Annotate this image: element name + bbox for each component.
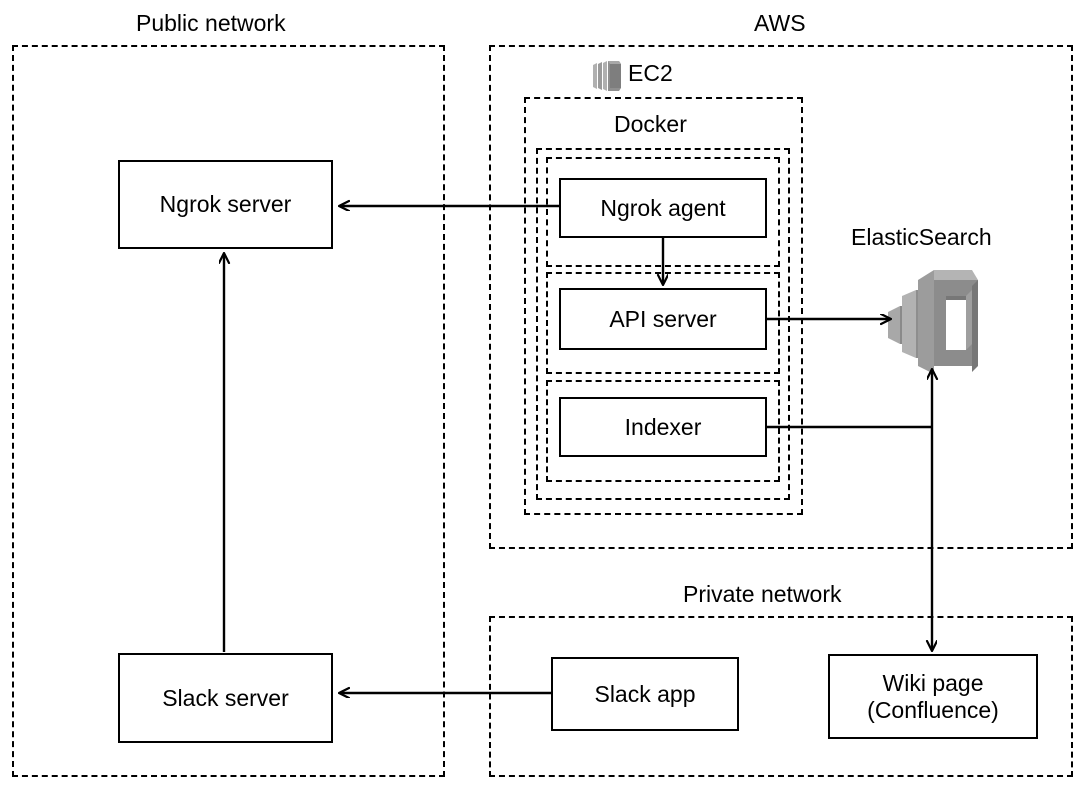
node-wiki-page[interactable]: Wiki page (Confluence)	[828, 654, 1038, 739]
elasticsearch-label: ElasticSearch	[851, 224, 992, 250]
elasticsearch-icon	[876, 266, 984, 378]
zone-ec2	[524, 97, 803, 515]
node-ngrok-agent[interactable]: Ngrok agent	[559, 178, 767, 238]
node-ngrok-server-label: Ngrok server	[159, 191, 292, 218]
node-indexer-label: Indexer	[624, 413, 702, 440]
zone-label-private-network: Private network	[683, 581, 842, 607]
node-api-server[interactable]: API server	[559, 288, 767, 350]
zone-label-docker: Docker	[614, 111, 687, 137]
node-slack-server-label: Slack server	[162, 684, 289, 711]
zone-docker-compose-group	[536, 148, 790, 500]
node-slack-app[interactable]: Slack app	[551, 657, 739, 731]
zone-label-public-network: Public network	[136, 10, 286, 36]
zone-private-network	[489, 616, 1073, 777]
node-indexer[interactable]: Indexer	[559, 397, 767, 457]
node-ngrok-agent-label: Ngrok agent	[600, 194, 726, 221]
node-slack-app-label: Slack app	[594, 680, 696, 707]
node-wiki-page-label-line2: (Confluence)	[867, 696, 999, 723]
ec2-icon	[591, 59, 623, 93]
zone-label-aws: AWS	[754, 10, 806, 36]
zone-public-network	[12, 45, 445, 777]
node-api-server-label: API server	[609, 305, 717, 332]
zone-container-indexer	[546, 380, 780, 482]
node-slack-server[interactable]: Slack server	[118, 653, 333, 743]
zone-label-ec2: EC2	[628, 60, 673, 86]
node-ngrok-server[interactable]: Ngrok server	[118, 160, 333, 249]
node-wiki-page-label-line1: Wiki page	[882, 670, 984, 697]
zone-aws	[489, 45, 1073, 549]
